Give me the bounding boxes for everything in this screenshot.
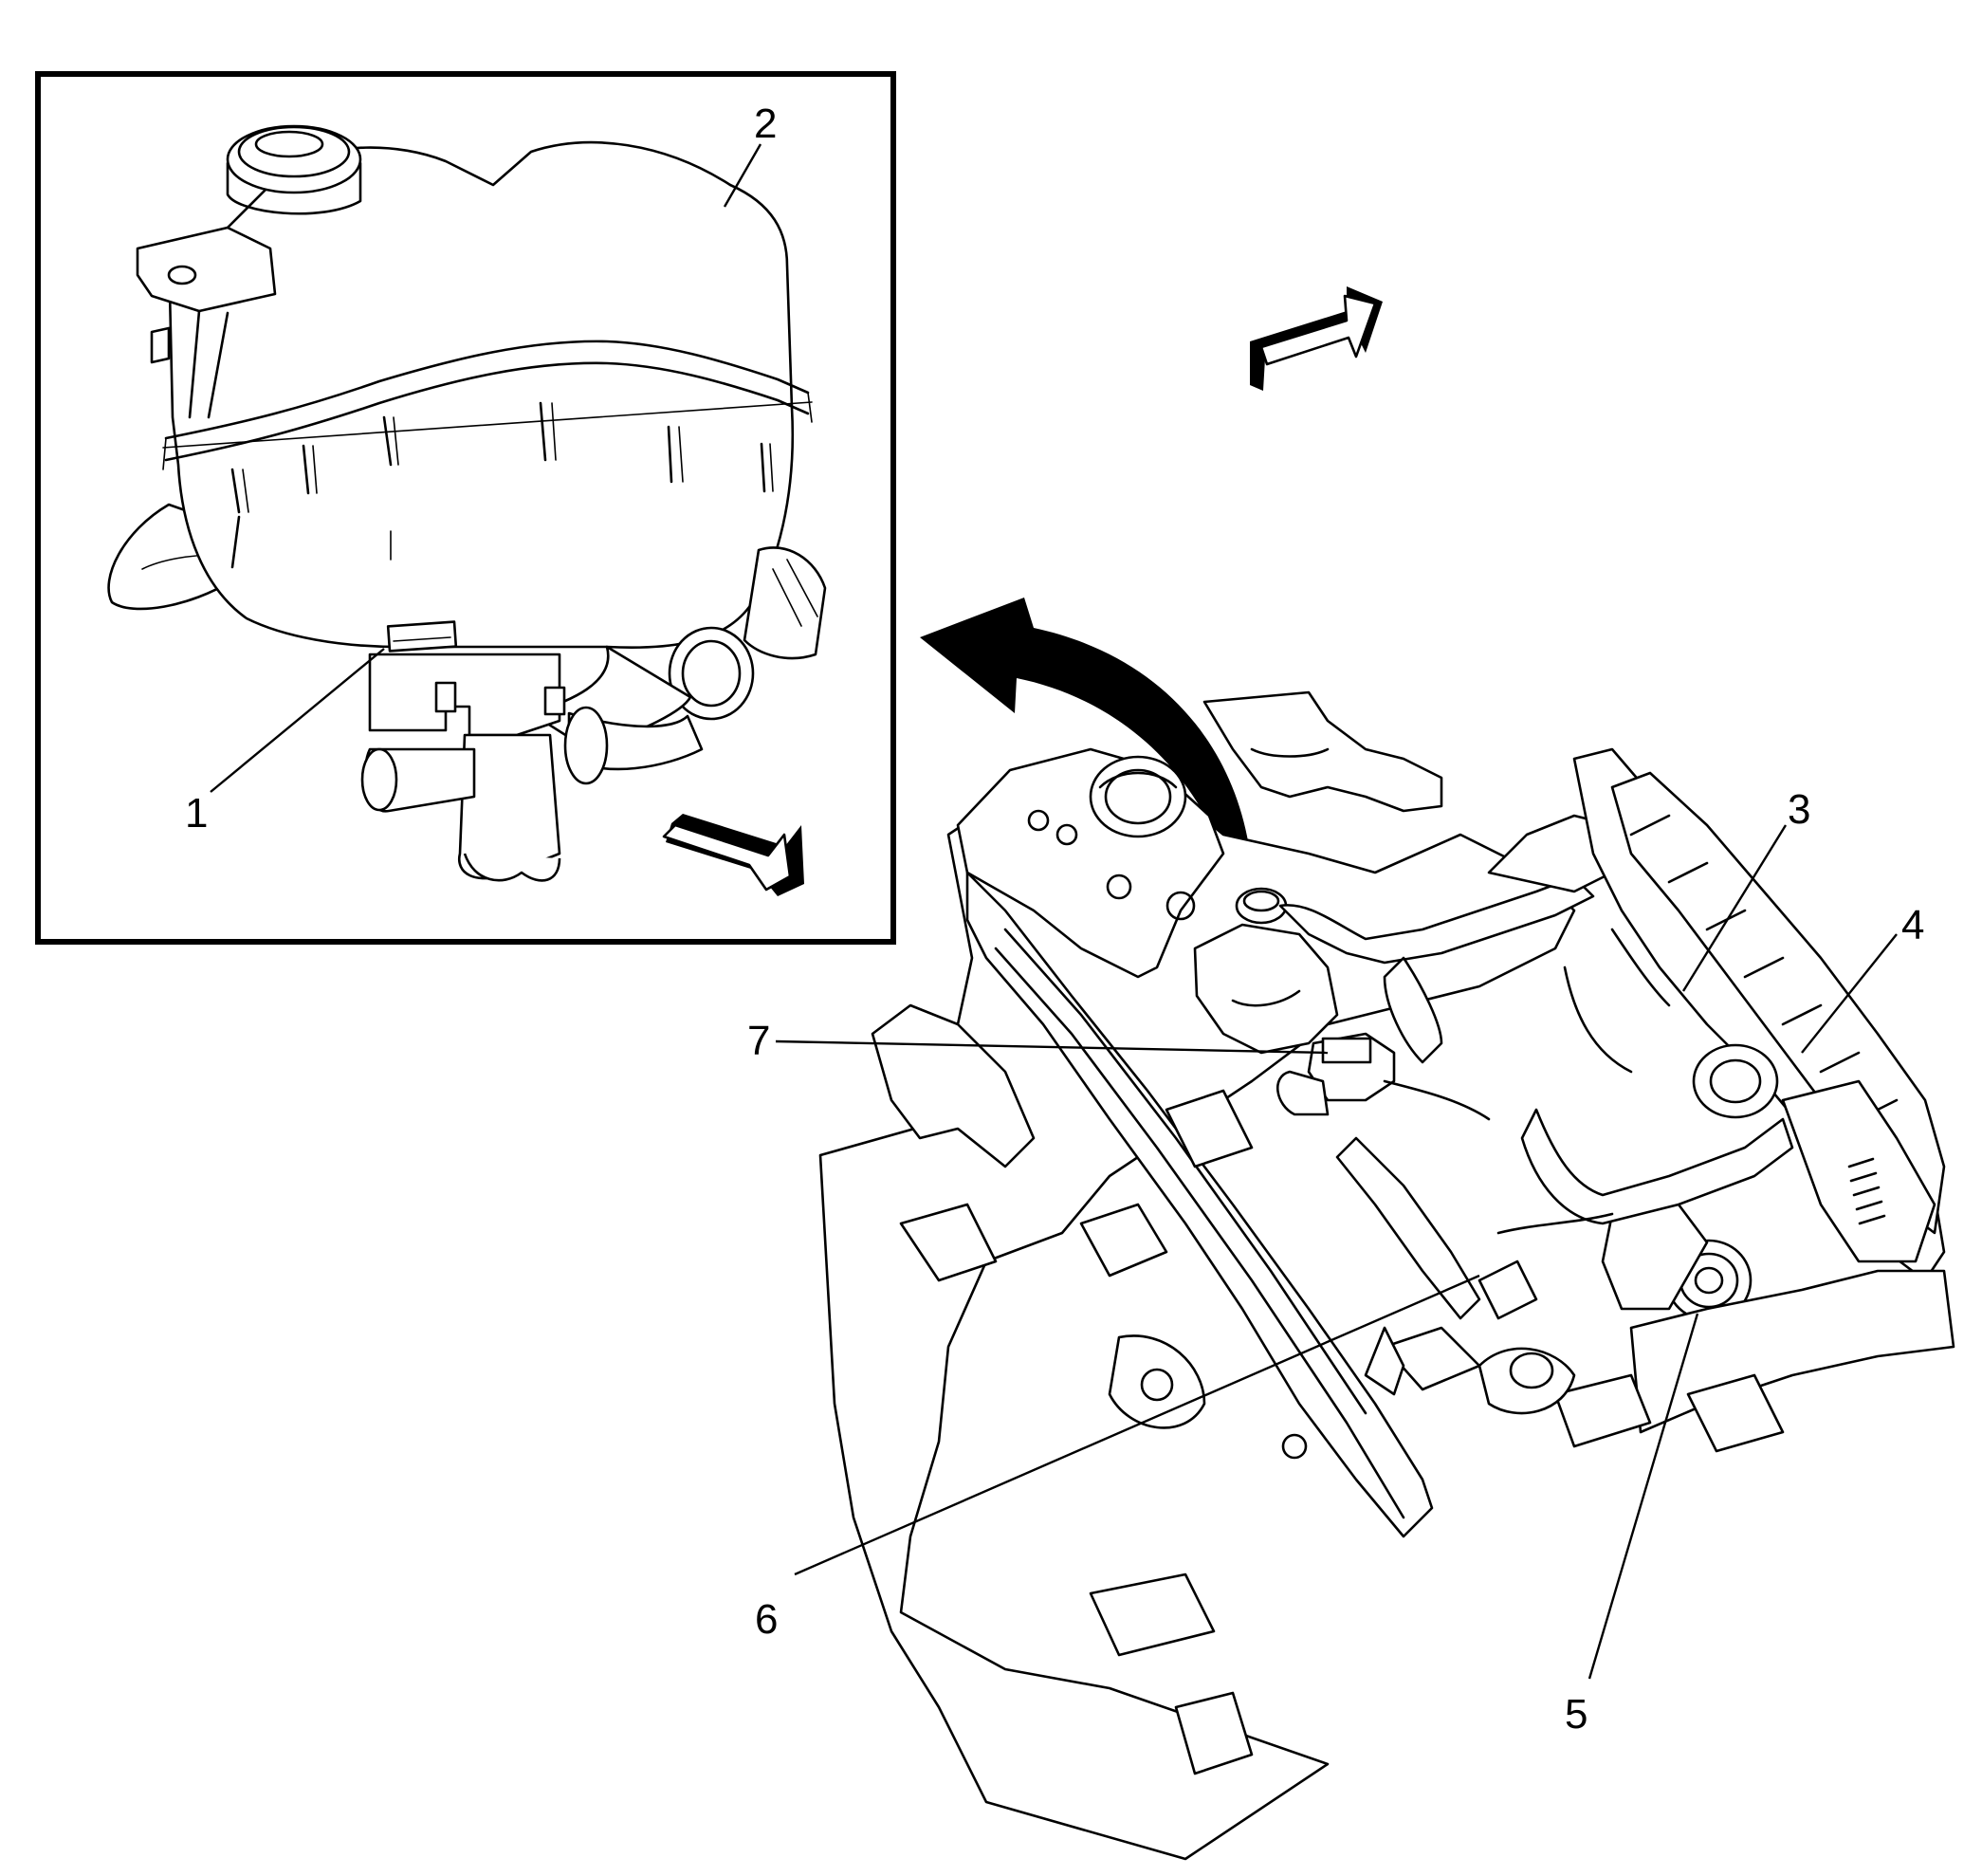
front-direction-arrow-icon <box>1250 286 1383 391</box>
callout-5: 5 <box>1565 1691 1587 1738</box>
callout-6: 6 <box>755 1596 778 1643</box>
callout-3: 3 <box>1788 786 1810 833</box>
curved-detail-arrow-icon <box>920 598 1250 854</box>
engine-compartment-view <box>818 690 1955 1861</box>
callout-4: 4 <box>1901 902 1924 948</box>
outlet-hose <box>360 653 704 882</box>
callout-1: 1 <box>185 790 208 837</box>
filler-cap <box>226 124 362 215</box>
ac-compressor <box>1601 1043 1779 1322</box>
coolant-hose-sensor <box>1275 1032 1396 1116</box>
coolant-reservoir-installed <box>1193 887 1339 1055</box>
detail-inset: 1 2 <box>35 71 896 945</box>
callout-7: 7 <box>747 1018 770 1064</box>
front-direction-arrow-icon <box>662 814 804 896</box>
callout-2: 2 <box>754 101 777 147</box>
coolant-reservoir <box>136 124 813 653</box>
